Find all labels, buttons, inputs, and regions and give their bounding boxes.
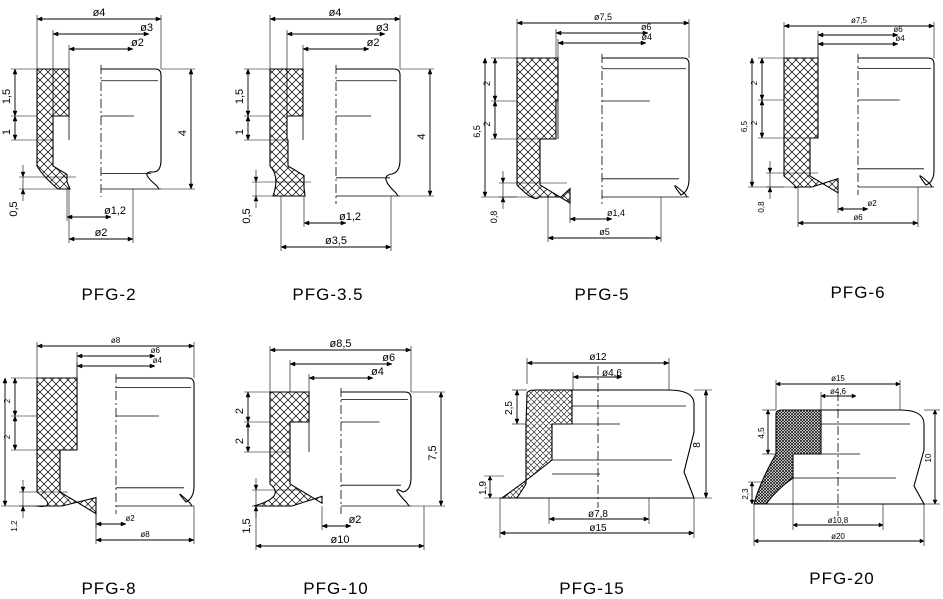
dim-base-diameter: ø6 xyxy=(853,213,863,222)
dim-top-height: 2 xyxy=(234,408,246,414)
dim-mid-diameter: ø6 xyxy=(893,25,903,34)
dim-outer-diameter: ø7,5 xyxy=(594,12,612,22)
dim-lip-height: 2,3 xyxy=(741,488,750,500)
dim-base-diameter: ø5 xyxy=(599,227,610,237)
dim-top-height: 2,5 xyxy=(504,401,515,415)
dim-mid-height: 1 xyxy=(234,129,246,135)
dim-base-diameter: ø15 xyxy=(589,523,607,534)
dim-base-diameter: ø20 xyxy=(831,532,845,541)
part-label: PFG-6 xyxy=(830,283,885,302)
dim-total-height: 10 xyxy=(924,453,933,462)
dim-total-height: 4 xyxy=(177,130,189,136)
dim-inner-diameter: ø2 xyxy=(367,37,380,49)
dim-inner-diameter: ø4 xyxy=(371,366,384,378)
dim-outer-diameter: ø12 xyxy=(589,352,607,363)
dim-inner-diameter: ø4,6 xyxy=(830,387,847,396)
dim-outer-diameter: ø7,5 xyxy=(851,16,868,25)
dim-hole-diameter: ø7,8 xyxy=(588,509,608,520)
dim-hole-diameter: ø10,8 xyxy=(828,516,849,525)
dim-top-height: 1,5 xyxy=(234,89,246,104)
dim-inner-diameter: ø4,6 xyxy=(602,368,622,379)
dim-lip-height: 0,8 xyxy=(757,201,766,213)
dim-hole-diameter: ø1,2 xyxy=(339,211,361,223)
dim-top-height: 1,5 xyxy=(1,89,13,104)
dim-mid-height: 2 xyxy=(750,120,759,125)
dim-lip-height: 1,5 xyxy=(241,518,253,533)
part-label: PFG-20 xyxy=(809,569,875,588)
dim-mid-diameter: ø6 xyxy=(382,352,395,364)
dim-hole-diameter: ø1,2 xyxy=(104,205,126,217)
dim-top-height: 2 xyxy=(750,80,759,85)
dim-total-height: 6,5 xyxy=(740,120,749,132)
part-label: PFG-5 xyxy=(574,285,629,304)
dim-mid-diameter: ø6 xyxy=(641,22,652,32)
dim-base-diameter: ø8 xyxy=(140,530,150,539)
dim-lip-height: 0,8 xyxy=(489,211,499,224)
dim-mid-height: 1 xyxy=(1,129,13,135)
part-label: PFG-2 xyxy=(81,285,136,304)
dim-hole-diameter: ø1,4 xyxy=(607,208,625,218)
dim-base-diameter: ø10 xyxy=(331,534,350,546)
dim-hole-diameter: ø2 xyxy=(349,514,362,526)
dim-mid-diameter: ø3 xyxy=(376,22,389,34)
dim-inner-diameter: ø4 xyxy=(153,356,163,365)
dim-inner-diameter: ø4 xyxy=(642,32,653,42)
dim-top-height: 4,5 xyxy=(757,427,766,439)
dim-lip-height: 1,2 xyxy=(10,520,19,532)
dim-mid-height: 2 xyxy=(482,121,492,126)
part-label: PFG-3.5 xyxy=(292,285,363,304)
dim-total-height: 8 xyxy=(692,442,703,448)
dim-mid-height: 2 xyxy=(234,438,246,444)
dim-outer-diameter: ø4 xyxy=(329,7,342,19)
dim-lip-height: 1,9 xyxy=(478,481,489,495)
part-label: PFG-8 xyxy=(81,579,136,598)
dim-mid-diameter: ø3 xyxy=(140,22,153,34)
dim-outer-diameter: ø4 xyxy=(93,7,106,19)
dim-hole-diameter: ø2 xyxy=(867,199,877,208)
dim-lip-height: 0,5 xyxy=(241,208,253,223)
dim-top-height: 2 xyxy=(482,81,492,86)
part-label: PFG-10 xyxy=(303,579,369,598)
dim-outer-diameter: ø8,5 xyxy=(329,338,351,350)
dim-inner-diameter: ø4 xyxy=(895,34,905,43)
part-label: PFG-15 xyxy=(559,579,625,598)
dim-total-height: 7,5 xyxy=(427,445,439,460)
dim-top-height: 2 xyxy=(3,398,12,403)
dim-lip-height: 0,5 xyxy=(8,201,20,216)
dim-inner-diameter: ø2 xyxy=(131,37,144,49)
dim-total-height: 6,5 xyxy=(472,125,482,138)
dim-total-height: 4 xyxy=(416,133,428,139)
dim-mid-diameter: ø6 xyxy=(151,346,161,355)
dim-hole-diameter: ø2 xyxy=(125,514,135,523)
dim-outer-diameter: ø15 xyxy=(831,374,845,383)
dim-total-height: 7 xyxy=(0,443,2,448)
dim-base-diameter: ø2 xyxy=(95,227,108,239)
dim-outer-diameter: ø8 xyxy=(111,336,121,345)
dim-base-diameter: ø3,5 xyxy=(325,235,347,247)
dim-mid-height: 2 xyxy=(3,434,12,439)
